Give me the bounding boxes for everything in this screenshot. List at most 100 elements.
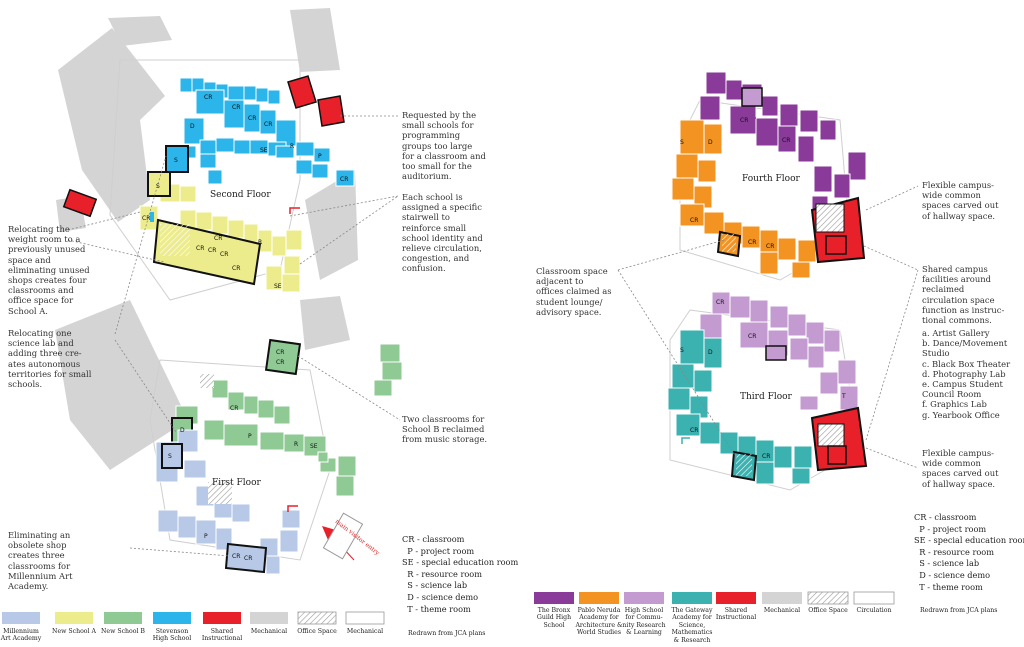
room-label: CR xyxy=(232,265,240,272)
stair-icon xyxy=(681,437,690,444)
floor-label-second: Second Floor xyxy=(210,190,271,200)
shared-third-inner xyxy=(827,445,847,465)
millennium-hatch xyxy=(208,482,232,504)
room-label: CR xyxy=(740,117,748,124)
note-facilities-list: a. Artist Gallery b. Dance/Movement Stud… xyxy=(922,328,1011,420)
mechanical-mass xyxy=(290,8,340,72)
legend-label-office: Office Space xyxy=(297,628,337,635)
legend-swatch-shared-right xyxy=(716,592,756,604)
room-label: CR xyxy=(230,405,238,412)
legend-swatch-school-a xyxy=(55,612,93,624)
legend-swatch-bronx xyxy=(534,592,574,604)
third-floor-plan xyxy=(667,291,868,491)
note-science-lab: Relocating one science lab and adding th… xyxy=(8,328,92,390)
school-a-office-hatch xyxy=(160,224,190,256)
legend-left-swatches xyxy=(2,611,385,625)
shared-third-hatch xyxy=(817,423,845,447)
stair-icon xyxy=(287,505,298,512)
floor-label-third: Third Floor xyxy=(740,392,792,402)
room-label: CR xyxy=(690,427,698,434)
room-label: CR xyxy=(690,217,698,224)
room-label: CR xyxy=(766,243,774,250)
legend-label-community: High School for Commu- nity Research & L… xyxy=(622,607,666,637)
legend-label-mechanical: Mechanical xyxy=(250,628,288,635)
legend-label-school-b: New School B xyxy=(101,628,145,635)
callout-lines xyxy=(67,115,919,557)
bronx-rooms-fourth xyxy=(699,71,867,211)
room-label: CR xyxy=(232,104,240,111)
school-b-outline xyxy=(264,338,302,376)
shared-fourth-hatch xyxy=(815,203,845,233)
entry-arrow xyxy=(322,526,336,540)
entry-box xyxy=(322,512,364,560)
room-label: CR xyxy=(204,94,212,101)
room-label: S xyxy=(156,183,160,190)
legend-label-neruda: Pablo Neruda Academy for Architecture & … xyxy=(575,607,623,637)
note-small-schools: Requested by the small schools for progr… xyxy=(402,110,486,182)
note-music-storage: Two classrooms for School B reclaimed fr… xyxy=(402,414,488,445)
room-label: D xyxy=(708,139,713,146)
legend-label-shared: Shared Instructional xyxy=(201,628,243,643)
legend-swatch-mechanical xyxy=(250,612,288,624)
room-label: CR xyxy=(214,235,222,242)
room-label: CR xyxy=(340,176,348,183)
room-label: SE xyxy=(274,283,282,290)
science-lab-second-2 xyxy=(147,171,171,197)
room-label: CR xyxy=(244,555,252,562)
room-label: R xyxy=(290,143,294,150)
stair-icon xyxy=(747,112,756,119)
legend-label-office-right: Office Space xyxy=(808,607,848,614)
room-label: CR xyxy=(220,251,228,258)
school-b-rooms-first xyxy=(175,343,403,497)
credit-right: Redrawn from JCA plans xyxy=(920,607,998,614)
room-label: D xyxy=(190,123,195,130)
room-label: S xyxy=(168,453,172,460)
legend-swatch-circulation xyxy=(853,591,895,605)
room-label: CR xyxy=(208,247,216,254)
legend-swatch-office-right xyxy=(807,591,849,605)
stevenson-rooms-second xyxy=(179,77,355,187)
credit-left: Redrawn from JCA plans xyxy=(408,630,486,637)
science-lab-second-1 xyxy=(165,145,189,173)
room-label: S xyxy=(174,157,178,164)
shared-room-second-1 xyxy=(287,75,317,109)
room-label: CR xyxy=(196,245,204,252)
legend-key-right: CR - classroom P - project room SE - spe… xyxy=(914,512,1024,592)
stair-icon xyxy=(281,132,292,139)
mechanical-mass xyxy=(305,170,358,280)
mechanical-mass xyxy=(55,300,188,470)
room-label: CR xyxy=(248,115,256,122)
legend-swatch-community xyxy=(624,592,664,604)
legend-label-bronx: The Bronx Guild High School xyxy=(536,607,572,629)
legend-right-swatches xyxy=(534,591,895,605)
room-label: CR xyxy=(748,239,756,246)
circulation-outline xyxy=(149,359,331,561)
room-label: S xyxy=(680,347,684,354)
legend-label-millennium: Millennium Art Academy xyxy=(0,628,42,643)
community-outline xyxy=(765,345,787,361)
legend-label-shared-right: Shared Instructional xyxy=(715,607,757,622)
room-label: P xyxy=(204,533,208,540)
room-label: P xyxy=(248,433,252,440)
legend-label-mechanical-right: Mechanical xyxy=(763,607,801,614)
room-label: CR xyxy=(264,121,272,128)
science-lab-first-2 xyxy=(161,443,183,469)
room-label: T xyxy=(841,393,846,400)
room-label: CR xyxy=(716,299,724,306)
legend-label-school-a: New School A xyxy=(52,628,96,635)
second-floor-plan xyxy=(56,8,358,301)
stair-icon xyxy=(150,212,154,222)
legend-swatch-office xyxy=(297,611,337,625)
room-label: R xyxy=(258,239,262,246)
room-label: CR xyxy=(782,137,790,144)
floor-label-fourth: Fourth Floor xyxy=(742,174,800,184)
legend-swatch-mechanical-right xyxy=(762,592,802,604)
legend-label-circulation: Circulation xyxy=(856,607,892,614)
mechanical-mass xyxy=(58,28,165,222)
shared-room-second-3 xyxy=(62,188,98,218)
room-label: SE xyxy=(310,443,318,450)
room-label: D xyxy=(708,349,713,356)
room-label: D xyxy=(180,427,185,434)
room-label: CR xyxy=(276,359,284,366)
neruda-rooms-fourth xyxy=(671,119,817,279)
